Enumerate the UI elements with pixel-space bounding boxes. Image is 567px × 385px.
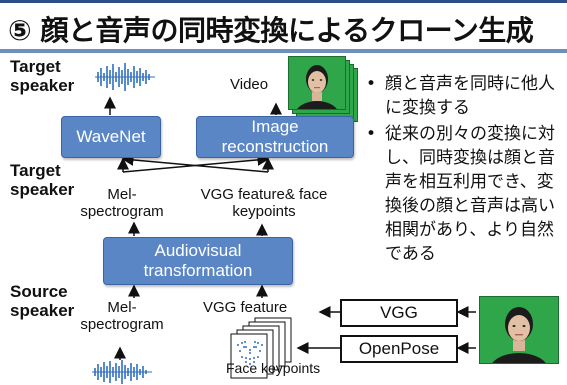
vgg-feature-keypoints-label: VGG feature& face keypoints: [200, 186, 328, 220]
vgg-box-label: VGG: [380, 303, 418, 322]
video-label: Video: [230, 76, 269, 93]
bullet-item: • 顔と音声を同時に他人に変換する: [364, 72, 564, 120]
bullet-symbol: •: [366, 124, 377, 144]
mel-spectrogram-label-top: Mel-spectrogram: [80, 186, 164, 220]
bullet-list: • 顔と音声を同時に他人に変換する • 従来の別々の変換に対し、同時変換は顔と音…: [364, 72, 564, 268]
arrow-vgg-to-wavenet: [121, 153, 269, 173]
title-underline: [0, 49, 567, 53]
target-waveform-icon: [95, 63, 155, 91]
person-face-icon: [492, 307, 546, 363]
bullet-text: 顔と音声を同時に他人に変換する: [385, 74, 555, 118]
slide-title: ⑤ 顔と音声の同時変換によるクローン生成: [8, 14, 534, 47]
source-face-image: [479, 296, 559, 364]
face-keypoints-label: Face keypoints: [226, 360, 321, 376]
person-face-icon: [297, 65, 337, 109]
openpose-box: OpenPose: [340, 335, 458, 363]
wavenet-box-label: WaveNet: [76, 127, 146, 146]
source-waveform-icon: [92, 360, 152, 384]
vgg-box: VGG: [340, 299, 458, 327]
target-speaker-label-top: Target speaker: [10, 57, 75, 95]
source-speaker-label: Source speaker: [10, 282, 75, 320]
video-face-image: [288, 56, 346, 110]
image-reconstruction-box: Image reconstruction: [196, 116, 354, 158]
target-speaker-label-mid: Target speaker: [10, 161, 75, 199]
face-keypoints-stack: [230, 317, 292, 379]
bullet-item: • 従来の別々の変換に対し、同時変換は顔と音声を相互利用でき、変換後の顔と音声は…: [364, 122, 564, 266]
top-bar: [0, 0, 567, 3]
audiovisual-transformation-box-label: Audiovisual transformation: [143, 241, 253, 280]
wavenet-box: WaveNet: [61, 116, 161, 158]
mel-spectrogram-label-bottom: Mel-spectrogram: [80, 299, 164, 333]
bullet-text: 従来の別々の変換に対し、同時変換は顔と音声を相互利用でき、変換後の顔と音声は高い…: [385, 124, 555, 264]
vgg-feature-label: VGG feature: [203, 299, 288, 316]
image-reconstruction-box-label: Image reconstruction: [221, 117, 329, 156]
openpose-box-label: OpenPose: [358, 339, 440, 358]
audiovisual-transformation-box: Audiovisual transformation: [103, 237, 293, 285]
face-keypoints-icon: [237, 341, 263, 365]
bullet-symbol: •: [366, 74, 377, 94]
